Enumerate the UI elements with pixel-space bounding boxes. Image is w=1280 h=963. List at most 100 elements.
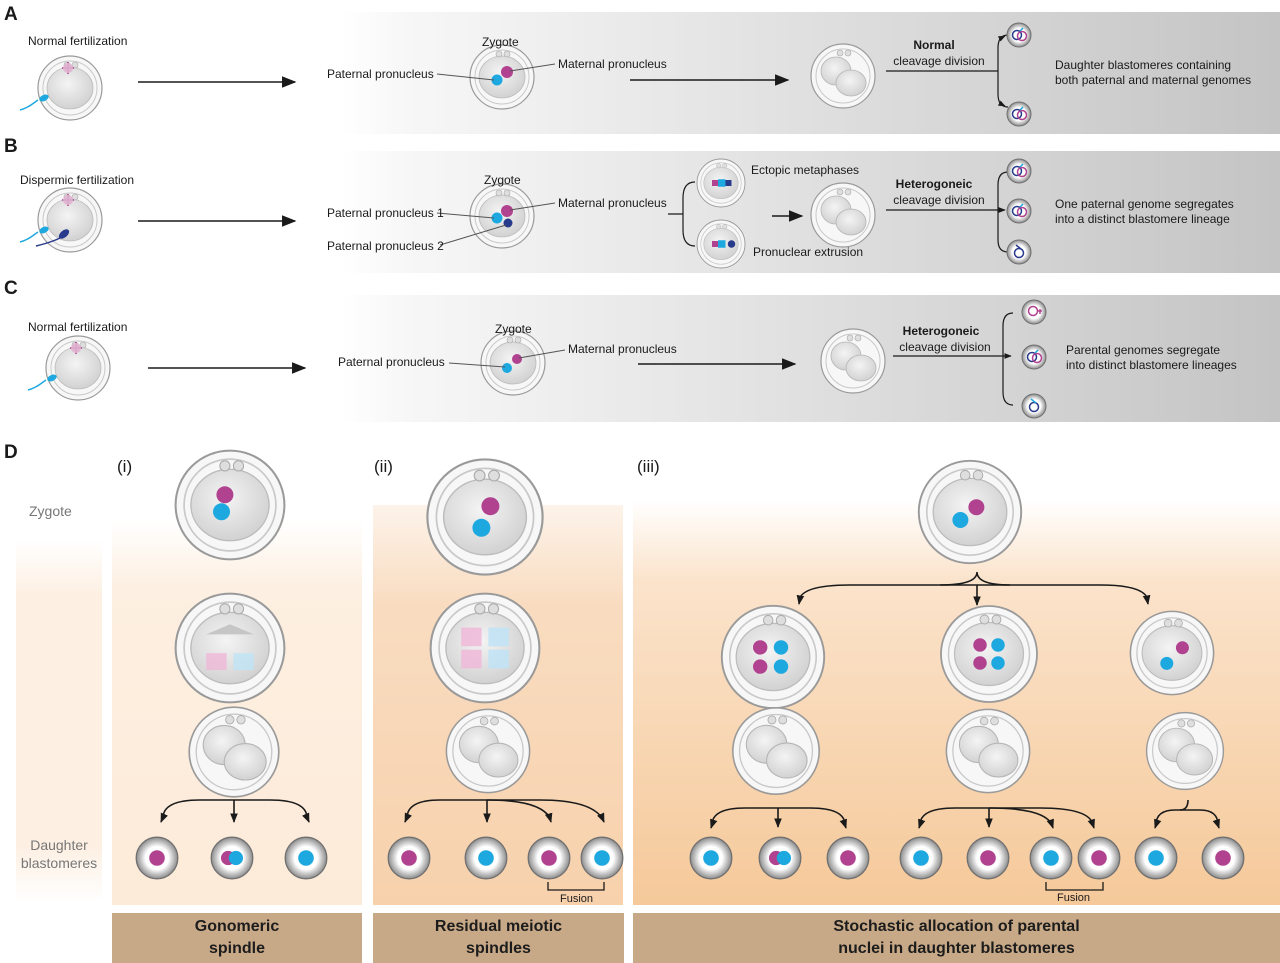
col-iii-label: (iii): [637, 457, 660, 476]
panel-c-blastomere-1: [1021, 299, 1047, 325]
col-iii-cleaved-3: [1145, 711, 1225, 791]
panel-b-zygote-label: Zygote: [484, 173, 521, 187]
zygote-row-label: Zygote: [29, 503, 72, 519]
paternal-pronucleus: [491, 74, 503, 86]
panel-letter-c: C: [4, 278, 18, 299]
panel-c-zygote: [480, 330, 546, 396]
panel-a-paternal-pointer: [436, 73, 495, 81]
col-iii-zygote: [917, 459, 1023, 565]
panel-a-blastomere-2: [1006, 101, 1032, 127]
panel-b-paternal-1-label: Paternal pronucleus 1: [327, 206, 444, 220]
panel-b-ectopic-label: Ectopic metaphases: [751, 163, 860, 177]
mechanism-box-gonomeric: Gonomeric spindle: [112, 913, 362, 963]
col-iii-blastomere-4: [899, 836, 943, 880]
panel-b-extrusion-embryo: [696, 219, 746, 269]
col-i-blastomere-2: [210, 836, 254, 880]
panel-a-outcome-1: Daughter blastomeres containing: [1055, 58, 1232, 72]
col-iii-cleaved-1: [731, 706, 821, 796]
daughter-row-label-1: Daughter: [30, 837, 88, 853]
panel-b-outcome-2: into a distinct blastomere lineage: [1055, 212, 1230, 226]
col-iii-background: [633, 500, 1280, 905]
col-i-2cell: [188, 706, 280, 798]
col-iii-blastomere-7: [1077, 836, 1121, 880]
col-ii-2cell: [445, 708, 531, 794]
col-iii-blastomere-2: [758, 836, 802, 880]
panel-c-outcome-2: into distinct blastomere lineages: [1066, 358, 1237, 372]
panel-c-maternal-label: Maternal pronucleus: [568, 342, 677, 356]
panel-a-blastomere-1: [1006, 22, 1032, 48]
col-ii-spindles: [429, 592, 541, 704]
panel-a-2cell-embryo: [810, 43, 876, 109]
panel-b-blastomere-1: [1006, 158, 1032, 184]
col-ii-fusion-bracket: [547, 882, 605, 891]
mechanism-box-residual-line-2: spindles: [466, 940, 531, 957]
col-iii-blastomere-9: [1201, 836, 1245, 880]
panel-b-bracket-2: [997, 171, 1009, 253]
daughter-row-label-2: blastomeres: [20, 855, 98, 871]
panel-b-paternal-2-label: Paternal pronucleus 2: [327, 239, 444, 253]
panel-b-zygote: [469, 183, 535, 249]
col-i-label: (i): [117, 457, 133, 476]
panel-a-outcome-2: both paternal and maternal genomes: [1055, 73, 1252, 87]
col-iii-fusion-bracket: [1045, 882, 1104, 891]
col-i-spindle: [174, 592, 286, 704]
panel-c-blastomere-2: [1021, 344, 1047, 370]
panel-b-extrusion-label: Pronuclear extrusion: [753, 245, 864, 259]
panel-c-zygote-label: Zygote: [495, 322, 532, 336]
panel-c-2cell-embryo: [820, 328, 886, 394]
panel-letter-b: B: [4, 136, 18, 157]
col-iii-4pn-embryo-1: [720, 604, 826, 710]
panel-a-zygote-label: Zygote: [482, 35, 519, 49]
panel-a-maternal-label: Maternal pronucleus: [558, 57, 667, 71]
panel-b-maternal-label: Maternal pronucleus: [558, 196, 667, 210]
col-iii-blastomere-1: [689, 836, 733, 880]
panel-c-blastomere-3: [1021, 393, 1047, 419]
panel-a-division-bold: Normal: [913, 38, 955, 52]
maternal-pronucleus: [501, 66, 513, 78]
panel-b-ectopic-embryo: [696, 158, 746, 208]
panel-b-division-label: cleavage division: [893, 193, 985, 207]
col-ii-blastomere-1: [387, 836, 431, 880]
panel-letter-d: D: [4, 442, 18, 463]
col-i-blastomere-3: [284, 836, 328, 880]
panel-b-fertilization-label: Dispermic fertilization: [20, 173, 135, 187]
mechanism-box-stochastic-line-1: Stochastic allocation of parental: [833, 918, 1080, 935]
mechanism-box-gonomeric-line-1: Gonomeric: [194, 918, 280, 935]
col-ii-blastomere-3: [527, 836, 571, 880]
panel-a-division-label: cleavage division: [893, 54, 985, 68]
panel-b-blastomere-3: [1006, 239, 1032, 265]
panel-c-division-label: cleavage division: [899, 340, 991, 354]
col-iii-2pn-embryo: [1129, 610, 1215, 696]
panel-b-blastomere-2: [1006, 198, 1032, 224]
panel-b-division-bold: Heterogoneic: [895, 177, 973, 191]
panel-a-sperm-egg: [19, 55, 103, 121]
panel-c-fertilization-label: Normal fertilization: [28, 320, 128, 334]
panel-c-paternal-label: Paternal pronucleus: [338, 355, 445, 369]
panel-c-sperm-egg: [27, 335, 111, 401]
panel-a-paternal-label: Paternal pronucleus: [327, 67, 434, 81]
panel-c-division-bold: Heterogoneic: [902, 324, 980, 338]
panel-a-fertilization-label: Normal fertilization: [28, 34, 128, 48]
panel-b-bracket-1: [668, 181, 696, 247]
mechanism-box-residual: Residual meiotic spindles: [373, 913, 624, 963]
panel-b-sperm-egg: [19, 187, 103, 253]
panel-c-bracket: [1002, 312, 1014, 406]
panel-a-zygote: [469, 44, 535, 110]
panel-c-outcome-1: Parental genomes segregate: [1066, 343, 1221, 357]
col-iii-blastomere-6: [1029, 836, 1073, 880]
col-i-blastomere-1: [135, 836, 179, 880]
mechanism-box-residual-line-1: Residual meiotic: [434, 918, 563, 935]
col-ii-label: (ii): [374, 457, 393, 476]
panel-b-2cell-embryo: [810, 182, 876, 248]
mechanism-box-stochastic-line-2: nuclei in daughter blastomeres: [838, 940, 1075, 957]
mechanism-box-gonomeric-line-2: spindle: [208, 940, 265, 957]
col-i-zygote: [174, 449, 286, 561]
panel-a-maternal-pointer: [509, 63, 556, 72]
col-iii-blastomere-8: [1134, 836, 1178, 880]
panel-d-left-band: [16, 540, 102, 902]
panel-b-outcome-1: One paternal genome segregates: [1055, 197, 1234, 211]
col-ii-fusion-label: Fusion: [560, 893, 594, 905]
mechanism-box-stochastic: Stochastic allocation of parental nuclei …: [633, 913, 1280, 963]
panel-letter-a: A: [4, 4, 18, 25]
col-iii-blastomere-5: [966, 836, 1010, 880]
